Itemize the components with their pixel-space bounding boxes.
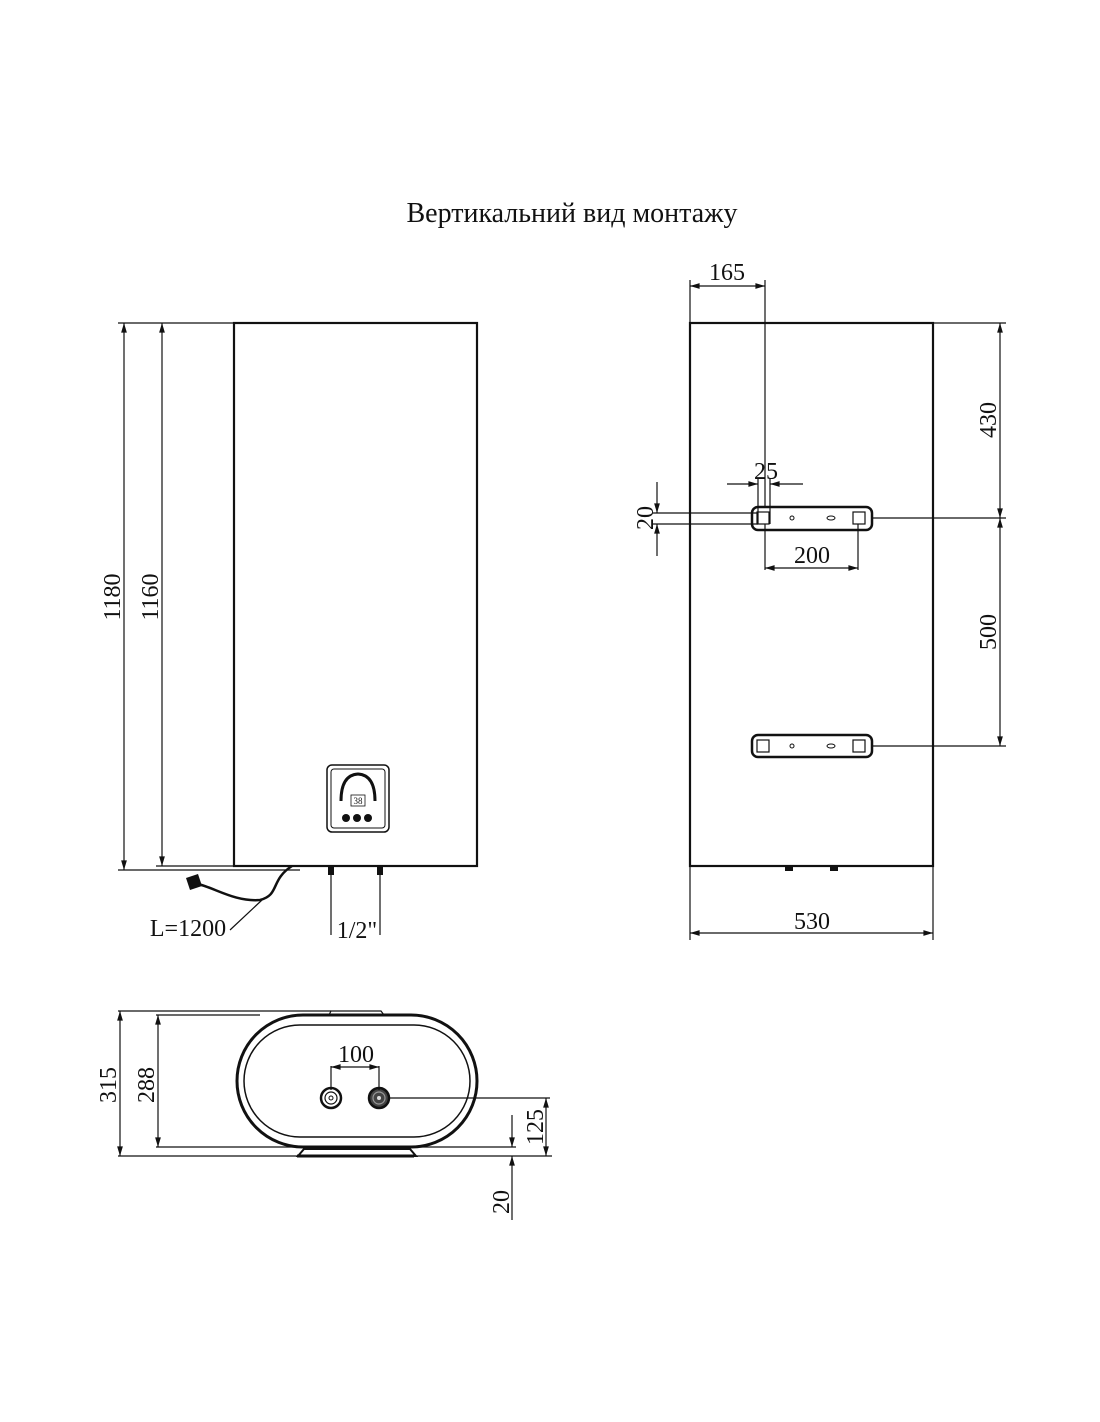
dim-25: 25 (754, 459, 778, 485)
cable-length-label: L=1200 (150, 916, 226, 942)
drawing-title: Вертикальний вид монтажу (406, 198, 737, 229)
pipe-inlet (377, 866, 383, 875)
dim-100: 100 (338, 1042, 374, 1068)
panel-display: 38 (354, 796, 364, 806)
eco-button-icon (364, 814, 372, 822)
dim-315: 315 (96, 1067, 122, 1103)
dim-125: 125 (523, 1109, 549, 1145)
dim-20-gap: 20 (489, 1190, 515, 1214)
power-cable (197, 864, 293, 902)
dim-1180: 1180 (100, 573, 126, 620)
pipe-outlet (328, 866, 334, 875)
heater-back-body (688, 321, 935, 868)
mode-button-icon (353, 814, 361, 822)
temperature-arc-icon (339, 772, 377, 802)
dim-500: 500 (976, 614, 1002, 650)
dim-165: 165 (709, 260, 745, 286)
dim-20-bracket: 20 (633, 506, 659, 530)
control-panel: 38 (326, 764, 390, 833)
power-button-icon (342, 814, 350, 822)
mounting-bracket-bottom (750, 733, 874, 759)
plug-icon (186, 874, 202, 890)
back-view: 165 430 500 25 (633, 260, 1006, 940)
pipe-right (367, 1086, 391, 1110)
dim-530: 530 (794, 909, 830, 935)
pipe-left (319, 1086, 343, 1110)
dim-1160: 1160 (138, 573, 164, 620)
mounting-bracket-top (750, 505, 874, 532)
heater-top-outline (235, 1013, 479, 1149)
dim-200: 200 (794, 543, 830, 569)
pipe-thread-label: 1/2" (337, 918, 377, 944)
dim-288: 288 (134, 1067, 160, 1103)
front-view: 1180 1160 38 1/2" L=1200 (100, 321, 479, 944)
dim-430: 430 (976, 402, 1002, 438)
top-view: 315 288 100 125 20 (96, 1010, 552, 1220)
